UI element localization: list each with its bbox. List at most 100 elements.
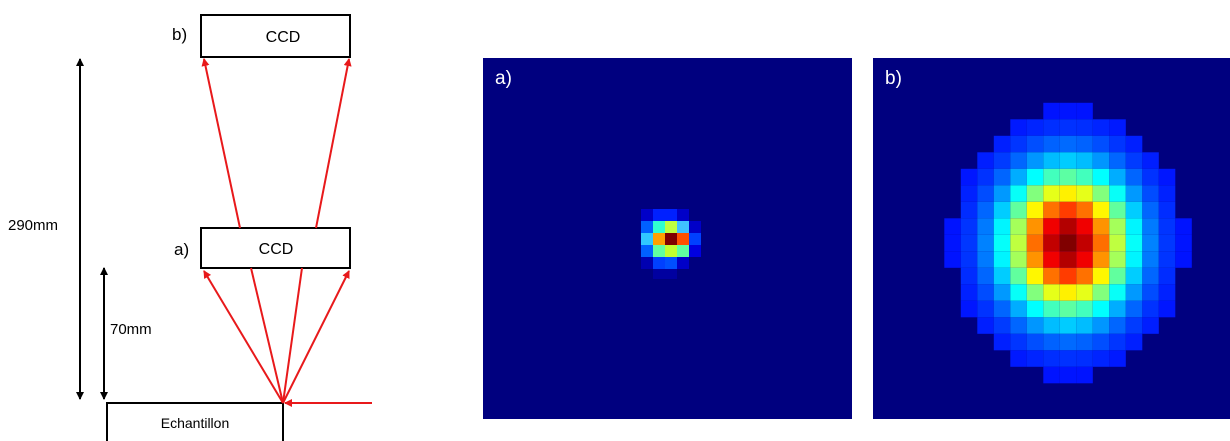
pixel (1109, 135, 1126, 153)
pixel (993, 251, 1011, 268)
pixel (960, 218, 978, 235)
pixel (944, 218, 961, 235)
pixel (1010, 234, 1027, 252)
pixel (1043, 317, 1060, 334)
pixel (1092, 201, 1110, 219)
pixel (1043, 251, 1060, 268)
pixel (1076, 119, 1093, 136)
pixel (1142, 201, 1159, 219)
pixel (1043, 366, 1060, 384)
pixel (944, 251, 961, 268)
pixel (1125, 300, 1143, 318)
pixel (993, 267, 1011, 285)
pixel (977, 267, 994, 285)
panel-a-label: a) (495, 68, 512, 89)
pixel (1092, 317, 1110, 334)
pixel (960, 300, 978, 318)
distance-290-label: 290mm (8, 217, 58, 234)
pixel (1043, 300, 1060, 318)
beam-arrow-a2 (282, 270, 350, 404)
pixel (1092, 185, 1110, 202)
pixel (977, 234, 994, 252)
pixel (1010, 201, 1027, 219)
pixel (1158, 185, 1176, 202)
pixel (993, 317, 1011, 334)
beam-line-b-right-lower (282, 267, 303, 404)
pixel (960, 267, 978, 285)
pixel (1043, 119, 1060, 136)
pixel (1026, 234, 1044, 252)
pixel (1010, 333, 1027, 351)
pixel (1158, 267, 1176, 285)
pixel (1059, 152, 1077, 169)
pixel (1026, 185, 1044, 202)
pixel (1109, 218, 1126, 235)
pixel (1059, 366, 1077, 384)
pixel (1175, 251, 1192, 268)
pixel (1076, 234, 1093, 252)
pixel (960, 284, 978, 301)
pixel (977, 251, 994, 268)
pixel (1109, 251, 1126, 268)
pixel (1142, 284, 1159, 301)
pixel (1125, 317, 1143, 334)
ccd-b-text: CCD (266, 29, 301, 46)
pixel (1059, 350, 1077, 367)
pixel (1092, 350, 1110, 367)
pixel (1158, 251, 1176, 268)
pixel (1043, 201, 1060, 219)
beam-arrow-b2 (315, 58, 352, 229)
pixel (1158, 201, 1176, 219)
pixel (1026, 300, 1044, 318)
pixel (1076, 350, 1093, 367)
pixel (1109, 234, 1126, 252)
ccd-b-box (200, 14, 351, 58)
pixel (993, 333, 1011, 351)
pixel (1043, 218, 1060, 235)
pixel (1026, 119, 1044, 136)
pixel (1076, 251, 1093, 268)
pixel (1076, 317, 1093, 334)
pixel (977, 218, 994, 235)
pixel (1175, 234, 1192, 252)
pixel (1026, 251, 1044, 268)
pixel (1043, 350, 1060, 367)
ccd-a-text: CCD (259, 241, 294, 258)
pixel (1125, 135, 1143, 153)
pixel (1125, 333, 1143, 351)
pixel (1142, 185, 1159, 202)
pixel (1109, 333, 1126, 351)
pixel (1142, 317, 1159, 334)
ccd-image-b-pixels (944, 102, 1192, 384)
pixel (1059, 201, 1077, 219)
pixel (1109, 201, 1126, 219)
pixel (1026, 135, 1044, 153)
pixel (977, 284, 994, 301)
pixel (1125, 267, 1143, 285)
pixel (1109, 185, 1126, 202)
pixel (1158, 218, 1176, 235)
pixel (1026, 284, 1044, 301)
pixel (1092, 300, 1110, 318)
pixel (1043, 234, 1060, 252)
panel-b-label: b) (885, 68, 902, 89)
pixel (1158, 168, 1176, 186)
pixel (1010, 185, 1027, 202)
pixel (1043, 135, 1060, 153)
pixel (1076, 168, 1093, 186)
pixel (1010, 152, 1027, 169)
pixel (1092, 119, 1110, 136)
pixel (1010, 267, 1027, 285)
ccd-image-a-pixels (641, 209, 701, 279)
beam-arrow-b1 (201, 58, 241, 229)
pixel (1092, 152, 1110, 169)
pixel (1010, 218, 1027, 235)
distance-70-label: 70mm (110, 321, 152, 338)
pixel (993, 168, 1011, 186)
ccd-image-b: b) (873, 58, 1230, 419)
pixel (977, 152, 994, 169)
pixel (1092, 234, 1110, 252)
pixel (1158, 234, 1176, 252)
pixel (1076, 152, 1093, 169)
pixel (1010, 119, 1027, 136)
